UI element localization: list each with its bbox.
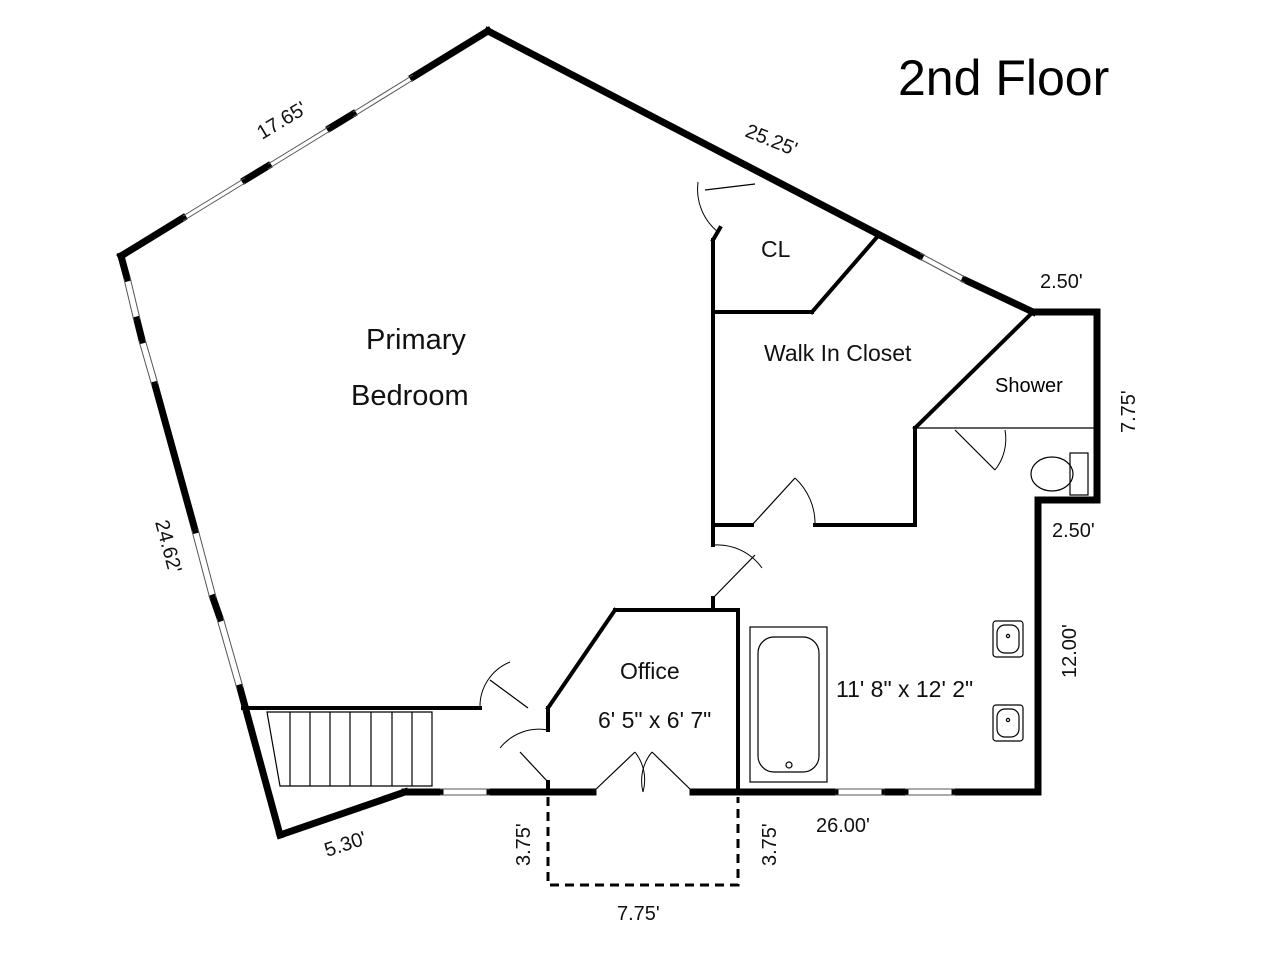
- dim-west-wall: 24.62': [150, 518, 185, 576]
- doors: [479, 181, 1007, 793]
- west-windows: [123, 276, 244, 690]
- dim-east-lower: 12.00': [1059, 624, 1081, 678]
- dim-bump-right: 3.75': [759, 823, 781, 866]
- office-double-doors: [592, 751, 694, 793]
- office-door: [499, 728, 549, 783]
- office-label: Office: [620, 658, 680, 684]
- bedroom-door: [479, 661, 529, 709]
- bump-out-outline: [546, 797, 740, 887]
- walk-in-closet-label: Walk In Closet: [764, 340, 912, 366]
- dim-south-wall: 26.00': [816, 815, 870, 837]
- dim-east-step: 2.50': [1052, 520, 1095, 542]
- dim-nw-wall: 17.65': [253, 98, 311, 145]
- dim-east-upper: 7.75': [1118, 390, 1140, 433]
- floor-title: 2nd Floor: [898, 50, 1109, 106]
- dim-bump-bottom: 7.75': [617, 903, 660, 925]
- nw-windows: [182, 74, 414, 222]
- walk-in-closet-door: [751, 477, 816, 526]
- toilet-room-door: [954, 429, 1007, 471]
- sink-upper: [992, 620, 1024, 658]
- dim-ne-wall: 25.25': [742, 120, 800, 161]
- toilet: [1030, 452, 1089, 496]
- dim-sw-wall: 5.30': [322, 828, 369, 862]
- closet-door: [697, 181, 756, 233]
- bath-size-label: 11' 8" x 12' 2": [836, 676, 973, 702]
- dim-east-top: 2.50': [1040, 271, 1083, 293]
- bathtub: [749, 626, 828, 783]
- bath-door: [712, 544, 763, 599]
- primary-bedroom-label-2: Bedroom: [351, 380, 469, 412]
- office-size-label: 6' 5" x 6' 7": [598, 707, 711, 733]
- shower-label: Shower: [995, 375, 1063, 397]
- primary-bedroom-label-1: Primary: [366, 324, 466, 356]
- dim-bump-left: 3.75': [513, 823, 535, 866]
- interior-walls: [241, 225, 1097, 794]
- stairs: [266, 711, 433, 787]
- exterior-walls: [116, 26, 1101, 840]
- closet-label: CL: [761, 236, 791, 262]
- sink-lower: [992, 704, 1024, 742]
